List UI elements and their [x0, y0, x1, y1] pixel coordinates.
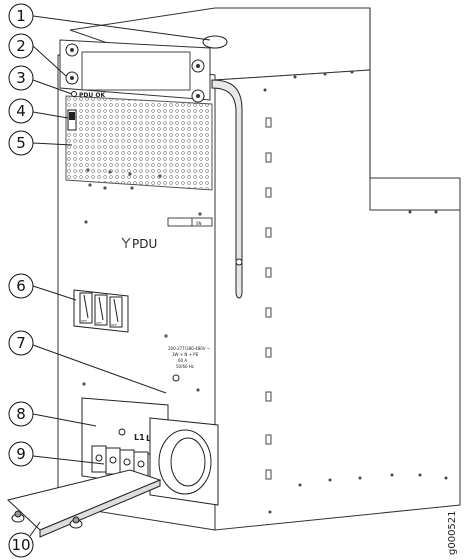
svg-text:9: 9	[16, 445, 26, 463]
callout-7: 7	[8, 330, 167, 394]
panel-screws	[82, 168, 202, 392]
breaker-1-label: OFF	[81, 319, 87, 323]
bracket-screws	[65, 43, 205, 103]
svg-text:2: 2	[16, 37, 26, 55]
svg-text:3: 3	[16, 69, 26, 87]
svg-text:4: 4	[16, 102, 26, 120]
logo-text: PDU	[132, 237, 157, 251]
svg-text:7: 7	[16, 334, 26, 352]
svg-text:1: 1	[16, 7, 26, 25]
rating-label: 200-277/380-480V ~ 3W + N + PE 60 A 50/6…	[168, 346, 210, 382]
rating-line-1: 200-277/380-480V ~	[168, 346, 210, 351]
callout-4: 4	[8, 98, 69, 124]
rating-line-2: 3W + N + PE	[172, 352, 199, 357]
breaker-3-label: OFF	[111, 323, 117, 327]
callout-6: 6	[8, 273, 77, 301]
cable-gland	[149, 417, 219, 506]
breaker-2-label: OFF	[96, 321, 102, 325]
rating-line-3: 60 A	[178, 358, 187, 363]
bottom-cover-plate	[6, 469, 162, 538]
terminal-l1-label: L1	[134, 433, 145, 442]
figure-id: g000521	[447, 510, 458, 555]
callouts: 1 2 3 4 5 6 7	[8, 3, 211, 558]
pdu-logo: PDU	[121, 237, 157, 251]
chassis-side	[69, 7, 461, 531]
callout-2: 2	[8, 33, 67, 77]
power-switch[interactable]	[67, 109, 77, 131]
top-clip	[202, 35, 228, 49]
vent-grille	[65, 95, 213, 191]
svg-text:5: 5	[16, 134, 26, 152]
svg-text:8: 8	[16, 405, 26, 423]
pdu-ok-label: PDU OK	[79, 92, 105, 99]
callout-3: 3	[8, 65, 73, 95]
callout-1: 1	[8, 3, 211, 41]
serial-tag-label: SN	[196, 221, 202, 226]
handle	[211, 79, 243, 299]
rating-line-4: 50/60 Hz	[176, 364, 194, 369]
callout-10: 10	[8, 521, 41, 558]
serial-tag: SN	[167, 217, 213, 227]
callout-9: 9	[8, 441, 105, 467]
circuit-breaker[interactable]: OFF OFF OFF	[73, 289, 129, 333]
pdu-ok-led: PDU OK	[71, 91, 105, 99]
side-panel-slots	[263, 70, 448, 514]
svg-text:6: 6	[16, 277, 26, 295]
svg-text:10: 10	[11, 536, 30, 554]
callout-8: 8	[8, 401, 97, 427]
callout-5: 5	[8, 130, 73, 156]
